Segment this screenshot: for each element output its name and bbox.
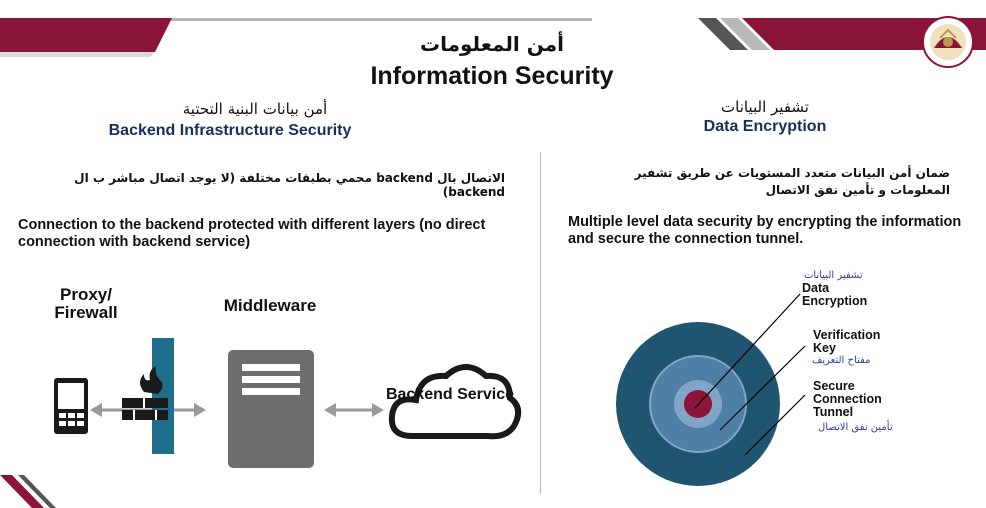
- right-description: Multiple level data security by encrypti…: [568, 214, 962, 247]
- right-description-ar: ضمان أمن البيانات متعدد المستويات عن طري…: [634, 166, 950, 197]
- layer-verification-key: Verification Key: [813, 328, 881, 355]
- proxy-firewall-label: Proxy/ Firewall: [54, 285, 118, 322]
- firewall-barrier: [152, 338, 174, 454]
- left-description: Connection to the backend protected with…: [18, 217, 486, 250]
- qatar-emblem-icon: [922, 16, 974, 68]
- section-divider: [540, 152, 541, 494]
- firewall-icon: [122, 366, 168, 420]
- backend-service-label: Backend Service: [385, 386, 515, 403]
- page-title: Information Security: [370, 62, 614, 90]
- cloud-icon: [388, 364, 522, 440]
- middleware-label: Middleware: [223, 296, 317, 315]
- layer-data-encryption: Data Encryption: [802, 281, 868, 308]
- layer-verification-key-ar: مفتاح التعريف: [812, 355, 871, 366]
- left-section-title: Backend Infrastructure Security: [108, 122, 352, 139]
- left-section-title-ar: أمن بيانات البنية التحتية: [182, 100, 328, 118]
- header-decoration-left: [0, 18, 592, 57]
- layer-secure-tunnel: Secure Connection Tunnel: [813, 379, 882, 419]
- mobile-phone-icon: [54, 378, 88, 434]
- page-title-ar: أمن المعلومات: [420, 32, 564, 56]
- double-arrow-icon: [324, 403, 384, 417]
- left-description-ar: الاتصال بال backend محمي بطبقات مختلفة (…: [74, 171, 505, 199]
- layer-secure-tunnel-ar: تأمين نفق الاتصال: [818, 422, 893, 433]
- server-icon: [228, 350, 314, 468]
- layer-pointer-lines: [694, 293, 806, 456]
- right-section-title: Data Encryption: [703, 118, 827, 135]
- footer-decoration-left: [0, 475, 56, 508]
- backend-architecture-diagram: [54, 338, 522, 468]
- layer-data-encryption-ar: تشفير البيانات: [804, 270, 863, 281]
- right-section-title-ar: تشفير البيانات: [721, 98, 809, 116]
